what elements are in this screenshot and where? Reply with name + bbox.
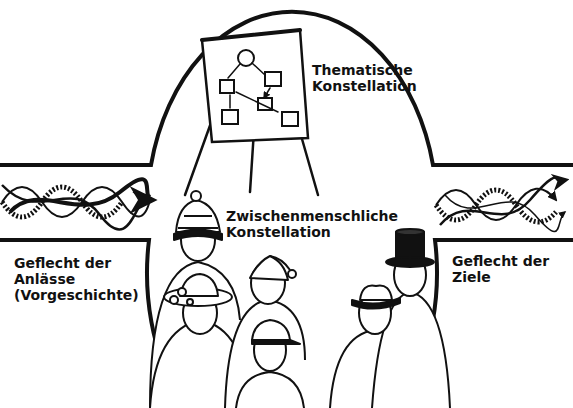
causes-strands xyxy=(2,179,152,229)
goals-strands xyxy=(436,178,566,232)
room-outline xyxy=(0,12,573,408)
heading-label: Thematische Konstellation xyxy=(312,62,422,94)
strand-label: Geflecht der Ziele xyxy=(452,253,564,285)
people xyxy=(150,191,450,408)
heading-label: Zwischenmenschliche Konstellation xyxy=(226,208,374,240)
flipchart xyxy=(185,30,318,195)
strand-label: Geflecht der Anlässe (Vorgeschichte) xyxy=(14,255,152,303)
